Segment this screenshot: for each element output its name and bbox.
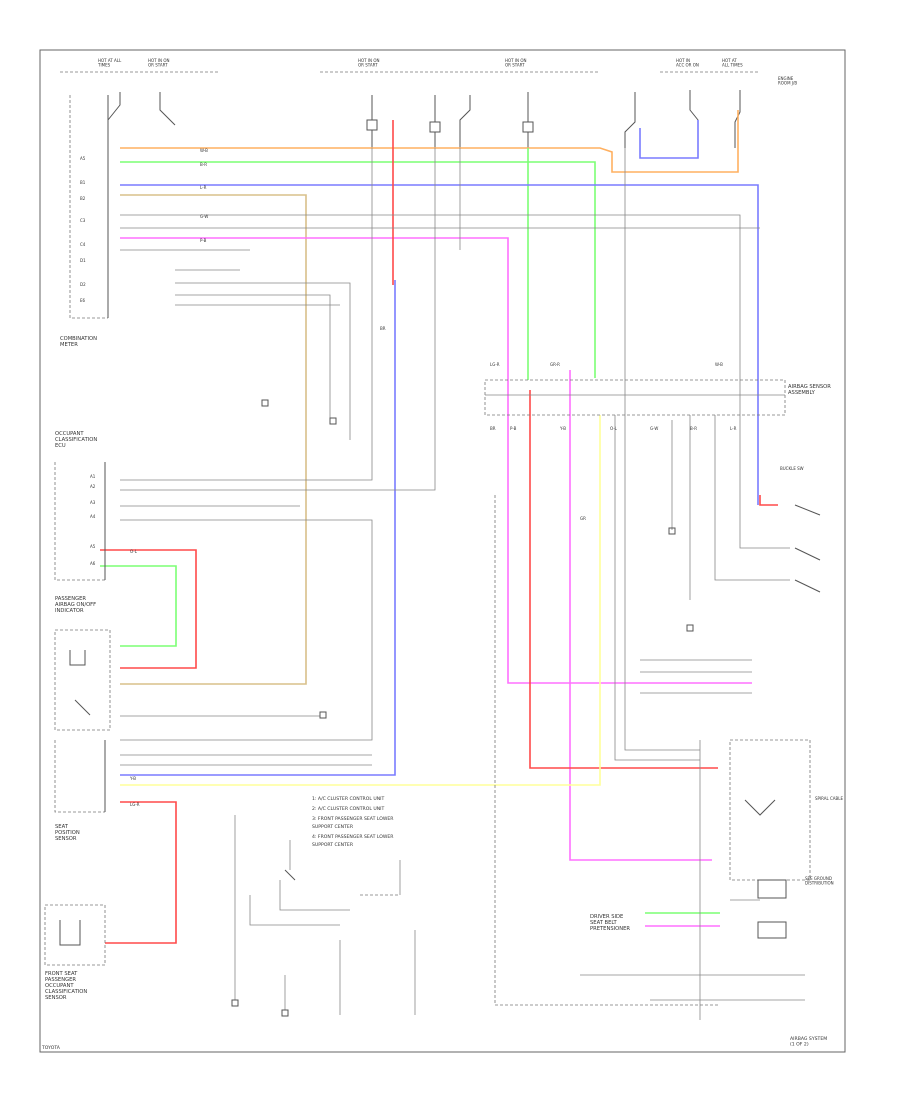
svg-text:B-R: B-R — [690, 426, 697, 431]
svg-text:D2: D2 — [80, 282, 86, 287]
wire-code-tags: W-B B-R L-R G-W P-B Y-B LG-R O-L BR GR — [129, 148, 586, 807]
svg-text:LG-R: LG-R — [490, 362, 500, 367]
svg-text:O-L: O-L — [610, 426, 618, 431]
wire-code-j: GR — [580, 516, 586, 521]
svg-text:P-B: P-B — [510, 426, 517, 431]
diagram-frame — [39, 49, 846, 1053]
footer-right: AIRBAG SYSTEM(1 OF 2) — [790, 1036, 827, 1047]
wire-blue — [120, 120, 759, 776]
svg-text:GR-R: GR-R — [550, 362, 560, 367]
svg-text:C4: C4 — [80, 242, 86, 247]
svg-text:B1: B1 — [80, 180, 86, 185]
legend-line-3: 3: FRONT PASSENGER SEAT LOWER — [312, 816, 394, 822]
lower-switches — [231, 399, 694, 1017]
svg-text:A3: A3 — [90, 500, 96, 505]
wire-code-d: G-W — [200, 214, 208, 219]
wire-code-g: LG-R — [130, 802, 140, 807]
svg-text:A2: A2 — [90, 484, 96, 489]
wire-red — [100, 120, 778, 944]
footer-left: TOYOTA — [41, 1045, 61, 1051]
legend-line-6: SUPPORT CENTER — [312, 842, 354, 848]
legend-line-1: 1: A/C CLUSTER CONTROL UNIT — [312, 796, 385, 802]
svg-text:G-W: G-W — [650, 426, 658, 431]
legend: 1: A/C CLUSTER CONTROL UNIT 2: A/C CLUST… — [312, 796, 394, 848]
airbag-sensor-assembly: LG-R GR-R W-B BR P-B Y-B O-L G-W B-R L-R AIRBA… — [484, 362, 831, 593]
buckle-switch-label: BUCKLE SW — [780, 466, 804, 471]
svg-text:L-R: L-R — [730, 426, 737, 431]
svg-text:C3: C3 — [80, 218, 86, 223]
svg-text:A1: A1 — [90, 474, 96, 479]
svg-text:A6: A6 — [90, 561, 96, 566]
legend-line-4: SUPPORT CENTER — [312, 824, 354, 830]
wire-magenta — [120, 237, 752, 927]
svg-text:D1: D1 — [80, 258, 86, 263]
svg-text:B2: B2 — [80, 196, 86, 201]
black-wires — [120, 148, 805, 1020]
wire-code-f: Y-B — [129, 776, 136, 781]
wire-code-a: W-B — [200, 148, 208, 153]
wire-orange — [120, 110, 739, 173]
svg-text:A4: A4 — [90, 514, 96, 519]
svg-text:E6: E6 — [80, 298, 86, 303]
wire-tan — [120, 194, 307, 685]
wire-code-i: BR — [380, 326, 386, 331]
legend-line-2: 2: A/C CLUSTER CONTROL UNIT — [312, 806, 385, 812]
wire-code-e: P-B — [200, 238, 207, 243]
wire-code-b: B-R — [200, 162, 207, 167]
wire-code-h: O-L — [130, 549, 138, 554]
legend-line-5: 4: FRONT PASSENGER SEAT LOWER — [312, 834, 394, 840]
svg-text:A5: A5 — [90, 544, 96, 549]
spiral-cable-label: SPIRAL CABLE — [815, 796, 843, 801]
svg-text:W-B: W-B — [715, 362, 723, 367]
svg-text:A5: A5 — [80, 156, 86, 161]
svg-text:Y-B: Y-B — [559, 426, 566, 431]
wire-green — [100, 148, 720, 914]
svg-text:BR: BR — [490, 426, 496, 431]
wire-yellow — [120, 415, 601, 786]
fuse-group — [366, 90, 741, 148]
wire-code-c: L-R — [200, 185, 207, 190]
